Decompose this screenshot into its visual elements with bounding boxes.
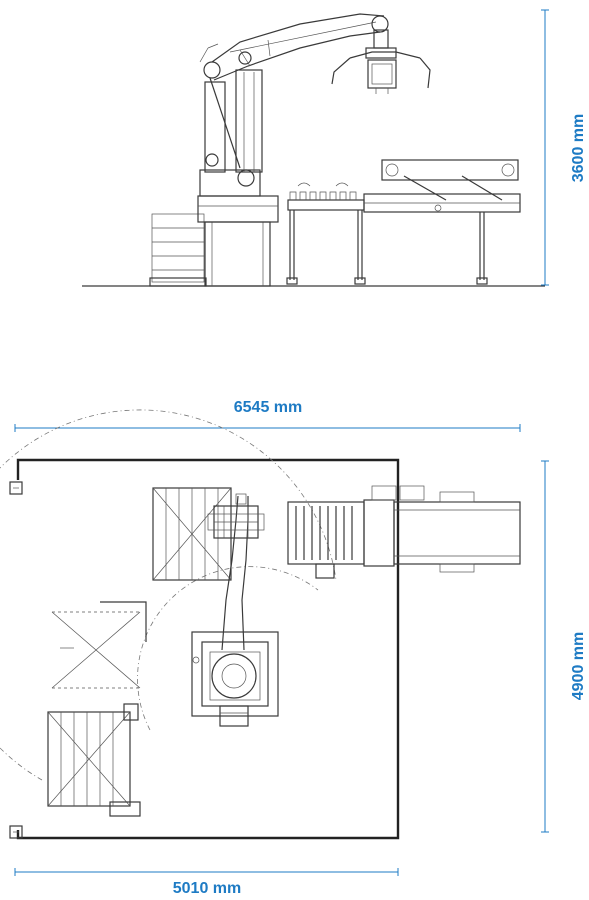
robot-base-top: [191, 631, 279, 727]
roller-conveyor: [286, 182, 366, 285]
height-dimension: 3600 mm: [541, 9, 587, 286]
door-marker-top: [9, 481, 23, 495]
width-dimension-top: 5010 mm: [14, 868, 399, 897]
cell-fence: [16, 458, 400, 840]
pallet-bottom-left: [47, 703, 141, 817]
width-side-label: 6545 mm: [234, 399, 303, 416]
depth-dimension-label: 4900 mm: [570, 632, 587, 701]
pallet-position-middle: [51, 601, 147, 689]
height-dimension-label: 3600 mm: [570, 114, 587, 183]
robot-column: [199, 43, 263, 197]
robot-arm: [211, 13, 397, 81]
pallet-top-left: [152, 487, 232, 581]
conveyor-top: [287, 485, 521, 579]
depth-dimension: 4900 mm: [541, 460, 587, 833]
door-marker-bottom: [9, 825, 23, 839]
side-view: 3600 mm: [82, 9, 587, 287]
top-view: 4900 mm 5010 mm: [0, 409, 587, 897]
width-top-label: 5010 mm: [173, 880, 242, 897]
robot-arm-top: [207, 493, 265, 651]
reach-envelope: [0, 409, 337, 781]
pallet-stack: [149, 213, 207, 287]
width-dimension-side: 6545 mm: [14, 399, 521, 432]
robot-pedestal: [197, 195, 279, 287]
belt-conveyor: [363, 159, 521, 285]
gripper: [331, 51, 431, 94]
